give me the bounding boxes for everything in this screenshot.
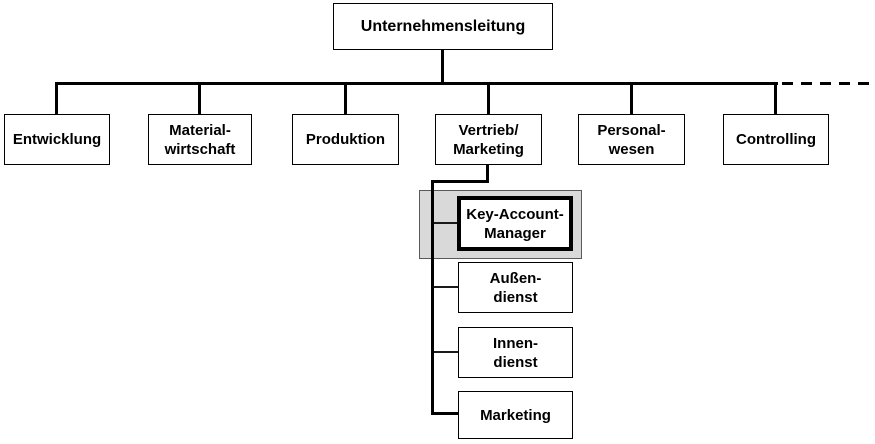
node-label-line: Personal- bbox=[597, 121, 666, 139]
node-label-line: Produktion bbox=[305, 131, 386, 148]
connector-bus bbox=[56, 82, 778, 85]
connector-drop-entwicklung bbox=[55, 82, 58, 114]
node-label-line: Marketing bbox=[480, 406, 551, 424]
node-label-line: Vertrieb/ bbox=[458, 121, 519, 139]
node-unternehmensleitung: Unternehmensleitung bbox=[333, 3, 553, 50]
node-label-line: wesen bbox=[608, 140, 655, 158]
node-materialwirtschaft: Material- wirtschaft bbox=[148, 114, 252, 165]
node-produktion: Produktion bbox=[292, 114, 399, 165]
node-label-line: Key-Account- bbox=[466, 205, 564, 223]
node-label-line: dienst bbox=[493, 288, 538, 306]
connector-dashed-continuation bbox=[782, 82, 872, 85]
connector-stub-aussendienst bbox=[434, 286, 458, 288]
connector-drop-vertrieb-marketing bbox=[487, 82, 490, 114]
node-controlling: Controlling bbox=[723, 114, 829, 165]
node-label-line: Entwicklung bbox=[12, 131, 102, 148]
connector-vertrieb-jog-vertical bbox=[486, 164, 489, 183]
node-marketing: Marketing bbox=[458, 391, 573, 439]
node-innendienst: Innen- dienst bbox=[458, 327, 573, 378]
node-label-line: Marketing bbox=[453, 140, 524, 158]
node-personalwesen: Personal- wesen bbox=[578, 114, 685, 165]
node-label-line: Material- bbox=[169, 121, 231, 139]
connector-stub-innendienst bbox=[434, 351, 458, 353]
connector-drop-produktion bbox=[344, 82, 347, 114]
node-label-line: Controlling bbox=[736, 131, 816, 148]
node-label-line: Unternehmensleitung bbox=[360, 18, 526, 35]
node-label-line: Innen- bbox=[493, 334, 538, 352]
connector-vertrieb-jog-horizontal bbox=[431, 180, 489, 183]
node-aussendienst: Außen- dienst bbox=[458, 262, 573, 313]
node-label-line: dienst bbox=[493, 353, 538, 371]
connector-spine bbox=[431, 180, 434, 415]
node-label-line: Manager bbox=[484, 224, 546, 242]
connector-root-drop bbox=[441, 48, 444, 84]
node-entwicklung: Entwicklung bbox=[4, 114, 110, 165]
node-label-line: wirtschaft bbox=[164, 140, 236, 158]
node-key-account-manager: Key-Account- Manager bbox=[457, 196, 573, 251]
node-label-line: Außen- bbox=[489, 269, 542, 287]
node-vertrieb-marketing: Vertrieb/ Marketing bbox=[435, 114, 542, 165]
connector-stub-key-account-manager bbox=[434, 222, 458, 224]
connector-drop-materialwirtschaft bbox=[198, 82, 201, 114]
connector-drop-controlling bbox=[774, 82, 777, 114]
connector-drop-personalwesen bbox=[630, 82, 633, 114]
connector-stub-marketing bbox=[431, 412, 458, 415]
